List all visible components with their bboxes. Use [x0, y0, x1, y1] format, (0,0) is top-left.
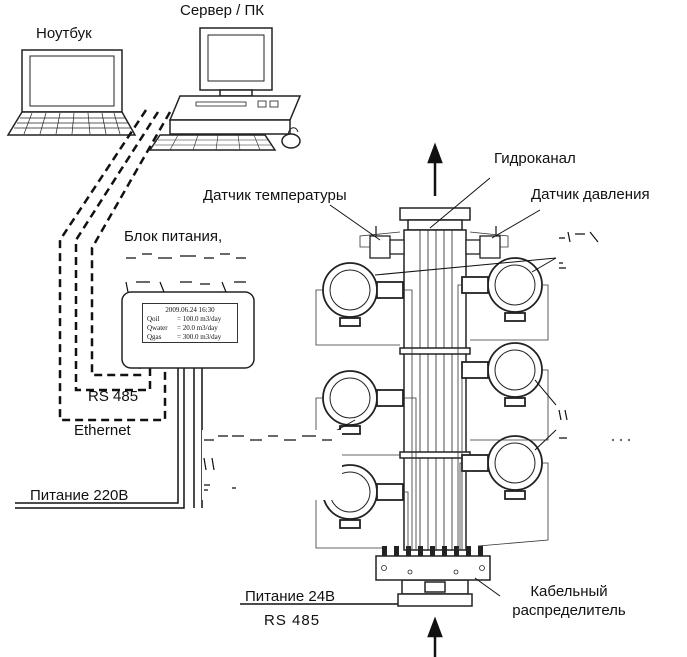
- temperature-sensor-label: Датчик температуры: [203, 187, 347, 204]
- sensor-right-3: [461, 435, 543, 500]
- hydrochannel-label: Гидроканал: [494, 150, 576, 167]
- pressure-sensor-label: Датчик давления: [531, 186, 650, 203]
- display-key: Qgas: [147, 333, 162, 341]
- temperature-sensor-icon: [369, 226, 405, 259]
- display-value: = 300.0 m3/day: [177, 333, 222, 341]
- display-key: Qwater: [147, 324, 168, 332]
- indicator-display: 2009.06.24 16:30 Qoil = 100.0 m3/day Qwat…: [142, 303, 238, 343]
- hydrochannel-pipe: [375, 207, 491, 607]
- sensor-right-1: [461, 257, 543, 322]
- laptop-icon: [6, 49, 137, 136]
- power-220-label: Питание 220В: [30, 487, 129, 504]
- flow-arrows: [427, 142, 443, 657]
- rs485-bottom-label: RS 485: [264, 612, 321, 629]
- display-value: = 100.0 m3/day: [177, 315, 222, 323]
- ethernet-label: Ethernet: [74, 422, 131, 439]
- ethernet-dashed-lines: [58, 109, 172, 422]
- laptop-label: Ноутбук: [36, 25, 92, 42]
- cable-distributor-label: Кабельный распределитель: [512, 583, 626, 619]
- display-row: Qoil = 100.0 m3/day: [147, 315, 233, 324]
- sensor-right-2: [461, 342, 543, 407]
- power-block-label: Блок питания, вычисления и индикации: [124, 228, 223, 250]
- computer-icon: [148, 27, 302, 151]
- mask-fragments: [125, 231, 630, 491]
- pressure-sensor-icon: [465, 226, 501, 259]
- display-key: Qoil: [147, 315, 160, 323]
- sensor-cables: [315, 231, 549, 550]
- display-row: Qgas = 300.0 m3/day: [147, 333, 233, 342]
- display-header: 2009.06.24 16:30: [165, 306, 215, 314]
- leader-lines: [324, 177, 557, 597]
- server-label: Сервер / ПК: [180, 2, 265, 19]
- display-value: = 20.0 m3/day: [177, 324, 218, 332]
- display-row: Qwater = 20.0 m3/day: [147, 324, 233, 333]
- rs485-left-label: RS 485: [88, 388, 139, 405]
- sensor-left-1: [322, 262, 404, 327]
- power-24-label: Питание 24В: [245, 588, 336, 605]
- sensor-left-2: [322, 370, 404, 435]
